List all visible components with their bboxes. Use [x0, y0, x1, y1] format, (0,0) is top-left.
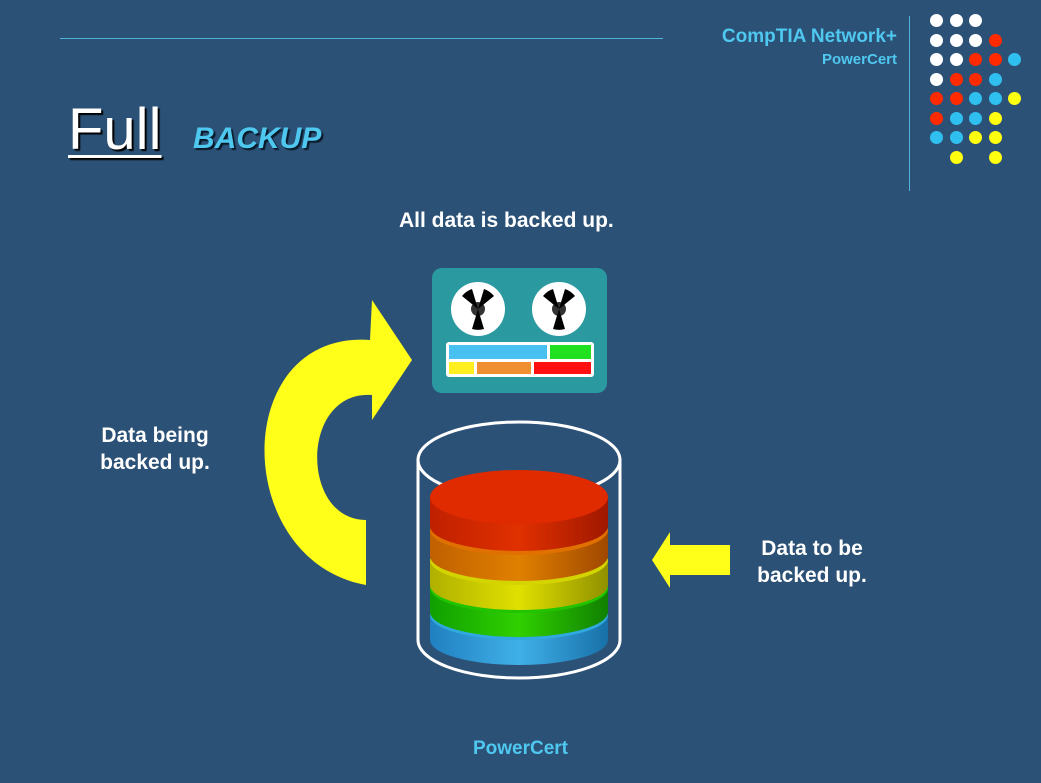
brand-title: CompTIA Network+ — [721, 26, 897, 47]
decorative-dot — [969, 33, 982, 47]
decorative-dot — [969, 111, 982, 125]
caption-data-being-backed-up: Data being backed up. — [90, 422, 220, 476]
decorative-dot — [949, 92, 963, 105]
decorative-dot — [930, 33, 943, 47]
decorative-dot — [930, 92, 943, 105]
header-vertical-rule — [909, 16, 910, 191]
decorative-dot-grid — [930, 14, 1030, 169]
decorative-dot — [969, 131, 982, 144]
decorative-dot — [988, 53, 1002, 66]
decorative-dot — [949, 33, 963, 47]
footer-brand: PowerCert — [472, 738, 569, 759]
decorative-dot — [949, 131, 963, 144]
decorative-dot — [949, 53, 963, 66]
tape-drive-icon — [432, 268, 607, 393]
decorative-dot — [949, 72, 963, 86]
decorative-dot — [930, 111, 943, 125]
decorative-dot — [988, 72, 1002, 86]
left-arrow — [652, 532, 730, 588]
decorative-dot — [949, 150, 963, 164]
decorative-dot — [969, 53, 982, 66]
decorative-dot — [969, 72, 982, 86]
decorative-dot — [988, 131, 1002, 144]
decorative-dot — [969, 14, 982, 27]
decorative-dot — [949, 14, 963, 27]
decorative-dot — [930, 14, 943, 27]
caption-line: Data being — [101, 424, 209, 447]
decorative-dot — [930, 72, 943, 86]
header-rule — [60, 38, 663, 39]
caption-line: Data to be — [761, 537, 863, 560]
caption-all-data: All data is backed up. — [399, 209, 614, 232]
brand-subtitle: PowerCert — [821, 51, 897, 68]
tape-reel-left — [451, 282, 505, 336]
curved-arrow — [264, 300, 412, 585]
decorative-dot — [930, 131, 943, 144]
decorative-dot — [930, 53, 943, 66]
decorative-dot — [1008, 53, 1021, 66]
decorative-dot — [988, 111, 1002, 125]
decorative-dot — [988, 92, 1002, 105]
caption-line: backed up. — [100, 451, 210, 474]
slide-title: Full — [68, 97, 162, 162]
decorative-dot — [949, 111, 963, 125]
slide-subtitle: BACKUP — [193, 122, 322, 155]
caption-line: backed up. — [757, 564, 867, 587]
caption-data-to-be-backed-up: Data to be backed up. — [742, 535, 882, 589]
database-cylinder-icon — [416, 420, 622, 680]
decorative-dot — [988, 150, 1002, 164]
decorative-dot — [988, 33, 1002, 47]
decorative-dot — [969, 92, 982, 105]
decorative-dot — [1008, 92, 1021, 105]
tape-reel-right — [532, 282, 586, 336]
disk-layer-red — [430, 470, 608, 551]
